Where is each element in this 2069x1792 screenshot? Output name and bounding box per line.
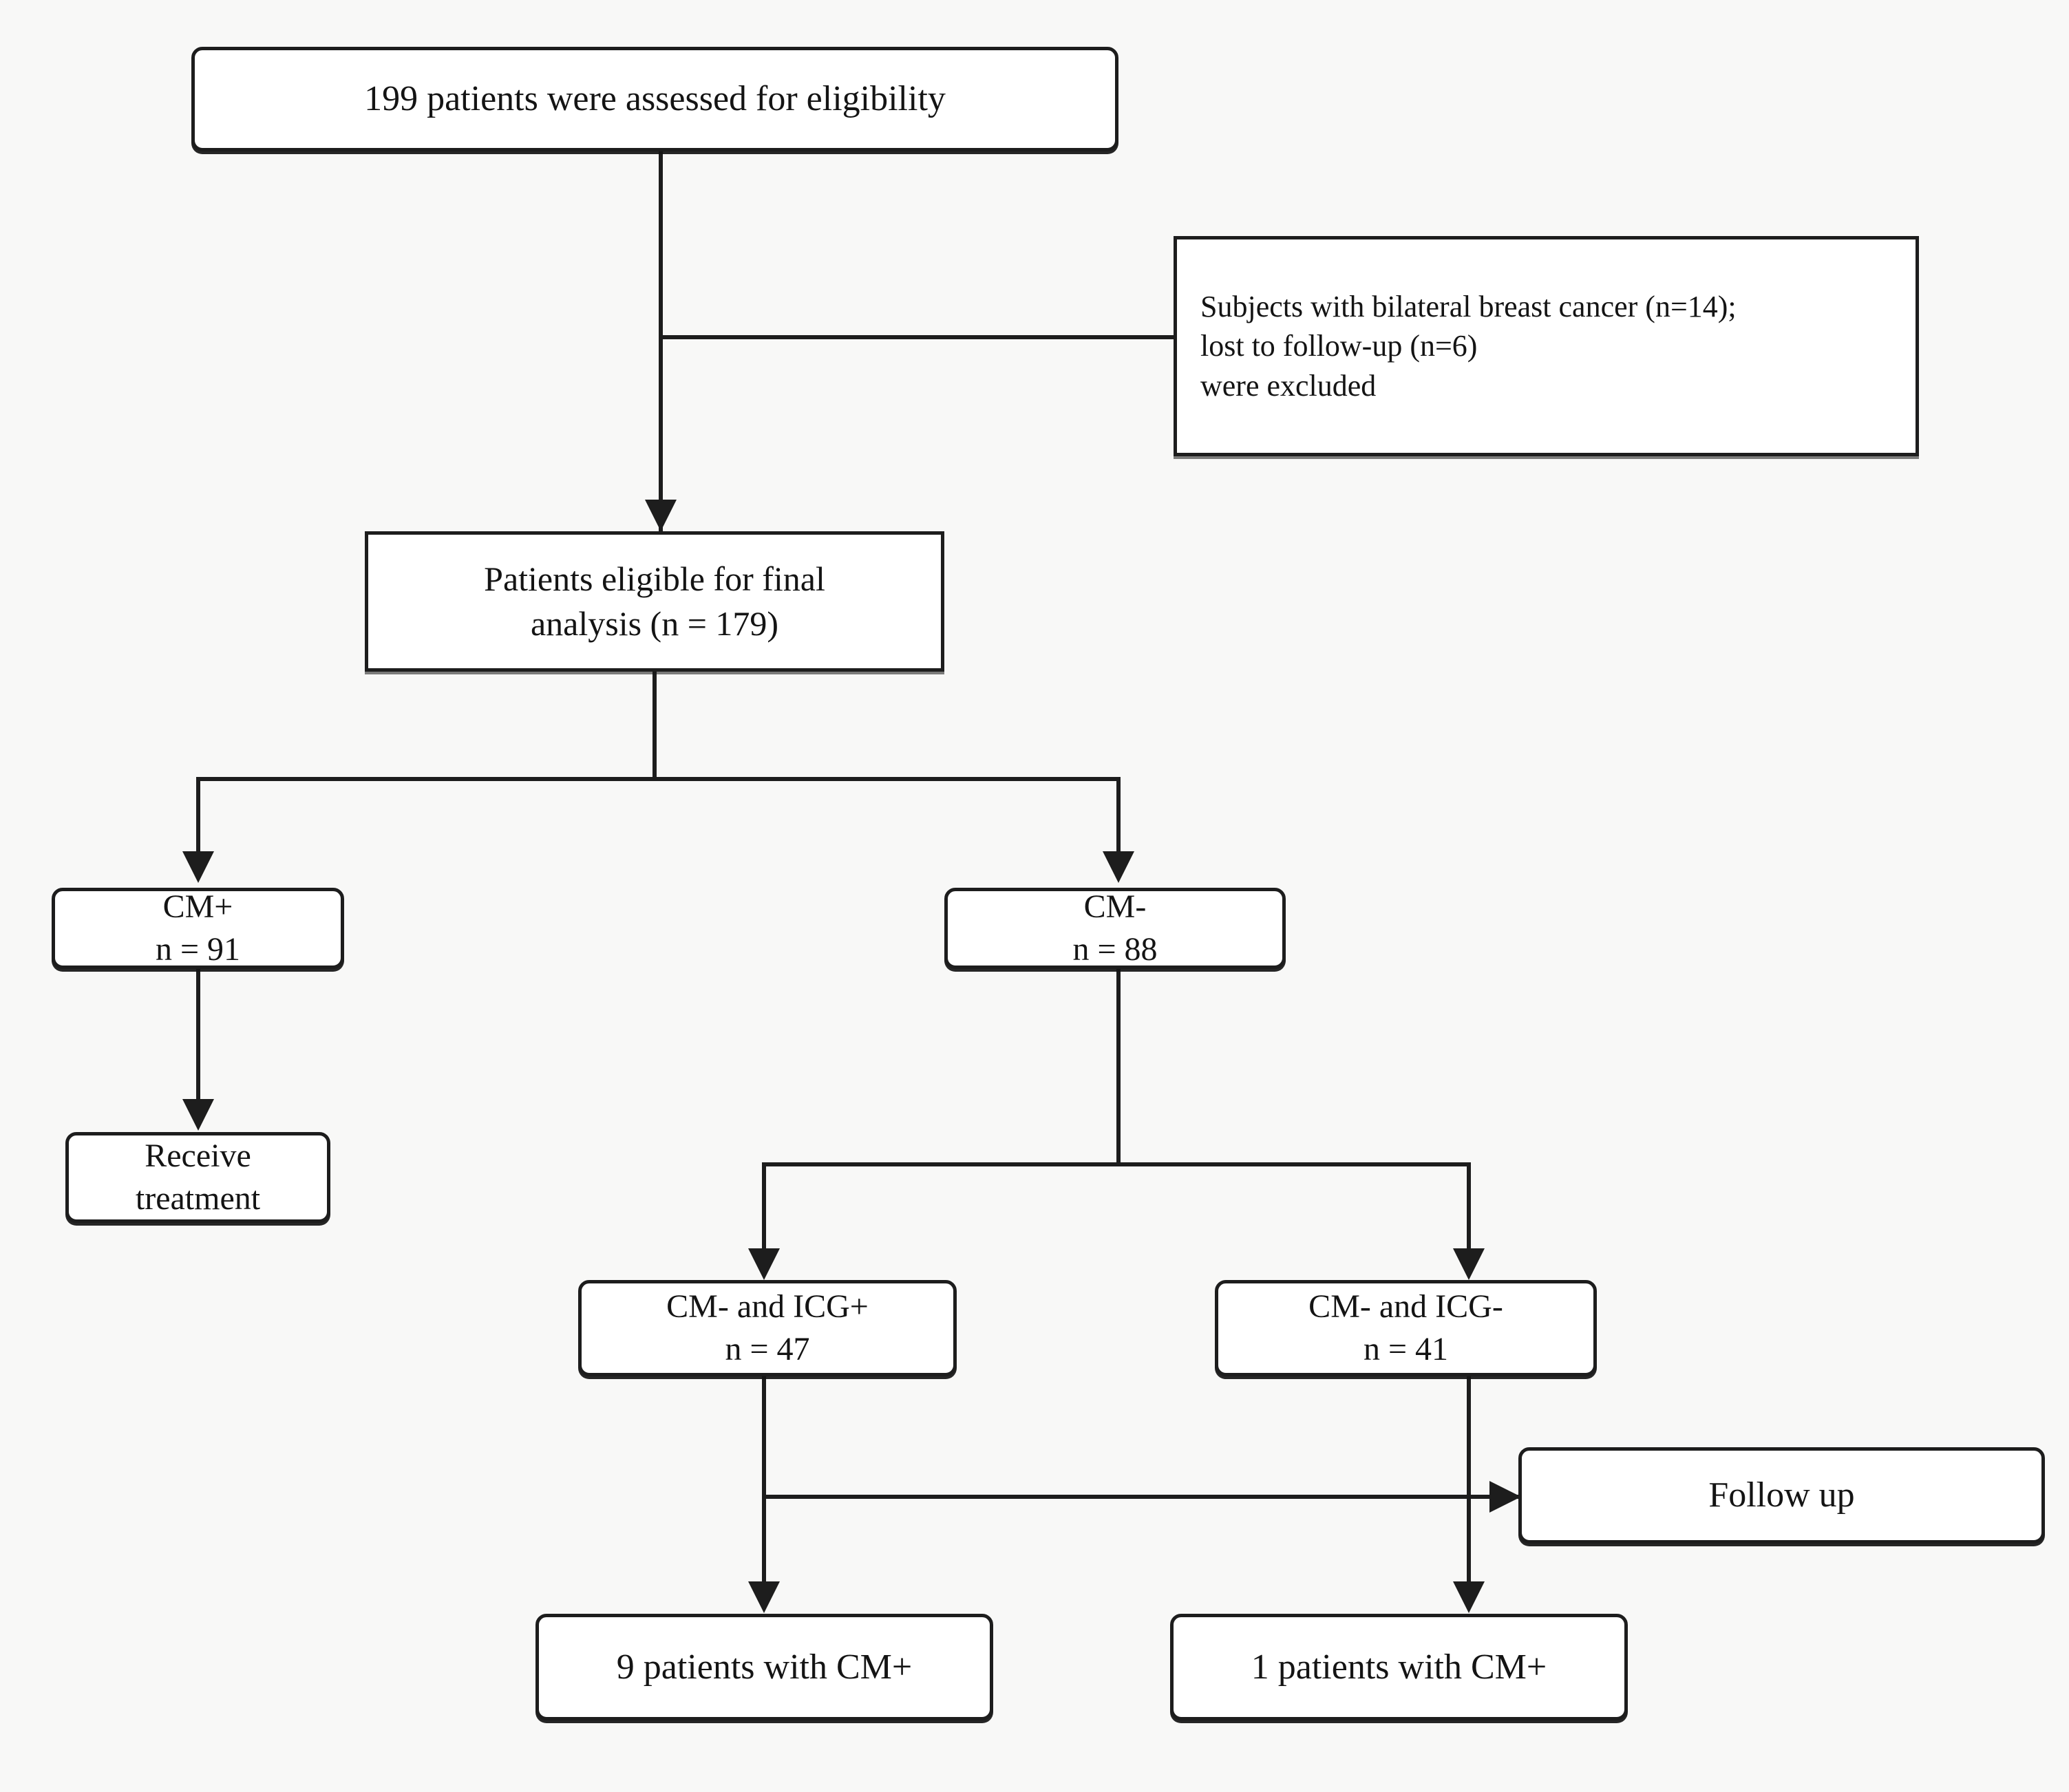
arrowhead-to-cmpos-icon: [182, 851, 214, 883]
connector-cmneg-to-icgpos: [762, 1162, 766, 1252]
connector-eligible-split-bar: [196, 777, 1121, 781]
connector-eligible-stem: [652, 671, 657, 781]
connector-icgneg-to-outcome: [1467, 1376, 1471, 1583]
node-receive-treatment[interactable]: Receive treatment: [65, 1132, 330, 1223]
node-follow-up[interactable]: Follow up: [1518, 1447, 2045, 1544]
node-cmneg-icgneg[interactable]: CM- and ICG- n = 41: [1215, 1280, 1597, 1376]
node-excluded[interactable]: Subjects with bilateral breast cancer (n…: [1174, 236, 1919, 456]
node-cmneg-icgpos-line1: CM- and ICG+: [666, 1288, 869, 1325]
node-excluded-line1: Subjects with bilateral breast cancer (n…: [1200, 290, 1737, 324]
connector-eligible-to-cmneg: [1116, 777, 1121, 853]
node-assessed-label: 199 patients were assessed for eligibili…: [364, 79, 946, 119]
node-cmneg-icgneg-line1: CM- and ICG-: [1308, 1288, 1503, 1325]
node-follow-up-label: Follow up: [1708, 1475, 1855, 1515]
node-outcome-icgpos-label: 9 patients with CM+: [616, 1647, 913, 1687]
arrowhead-to-eligible-icon: [645, 500, 677, 531]
connector-assessed-trunk: [659, 150, 663, 661]
node-receive-treatment-line1: Receive: [145, 1137, 251, 1174]
node-excluded-line2: lost to follow-up (n=6): [1200, 329, 1478, 363]
node-assessed[interactable]: 199 patients were assessed for eligibili…: [191, 47, 1118, 151]
arrowhead-to-treatment-icon: [182, 1099, 214, 1131]
connector-eligible-to-cmpos: [196, 777, 200, 853]
arrowhead-to-icgneg-icon: [1453, 1248, 1485, 1280]
node-cm-negative-line1: CM-: [1083, 888, 1147, 925]
arrowhead-to-followup-icon: [1489, 1481, 1521, 1513]
node-eligible[interactable]: Patients eligible for final analysis (n …: [365, 531, 944, 672]
node-outcome-icgpos[interactable]: 9 patients with CM+: [535, 1614, 993, 1720]
connector-to-followup: [762, 1495, 1526, 1499]
connector-icgpos-to-outcome: [762, 1376, 766, 1583]
node-outcome-icgneg[interactable]: 1 patients with CM+: [1170, 1614, 1628, 1720]
node-excluded-line3: were excluded: [1200, 368, 1377, 403]
node-eligible-line2: analysis (n = 179): [530, 604, 779, 643]
arrowhead-to-outcome-icgneg-icon: [1453, 1581, 1485, 1613]
node-cm-positive-line1: CM+: [162, 888, 233, 925]
connector-cmneg-split-bar: [762, 1162, 1471, 1166]
node-cm-positive-line2: n = 91: [155, 931, 241, 968]
connector-cmpos-to-treatment: [196, 967, 200, 1101]
node-cmneg-icgpos[interactable]: CM- and ICG+ n = 47: [578, 1280, 957, 1376]
node-cm-positive[interactable]: CM+ n = 91: [52, 888, 344, 969]
node-outcome-icgneg-label: 1 patients with CM+: [1251, 1647, 1547, 1687]
connector-cmneg-stem: [1116, 967, 1121, 1166]
connector-cmneg-to-icgneg: [1467, 1162, 1471, 1252]
node-receive-treatment-line2: treatment: [135, 1180, 261, 1217]
node-cmneg-icgpos-line2: n = 47: [725, 1331, 810, 1367]
node-eligible-line1: Patients eligible for final: [484, 559, 825, 598]
node-cm-negative[interactable]: CM- n = 88: [944, 888, 1286, 969]
arrowhead-to-cmneg-icon: [1103, 851, 1134, 883]
node-cm-negative-line2: n = 88: [1072, 931, 1158, 968]
arrowhead-to-outcome-icgpos-icon: [748, 1581, 780, 1613]
arrowhead-to-icgpos-icon: [748, 1248, 780, 1280]
node-cmneg-icgneg-line2: n = 41: [1363, 1331, 1449, 1367]
